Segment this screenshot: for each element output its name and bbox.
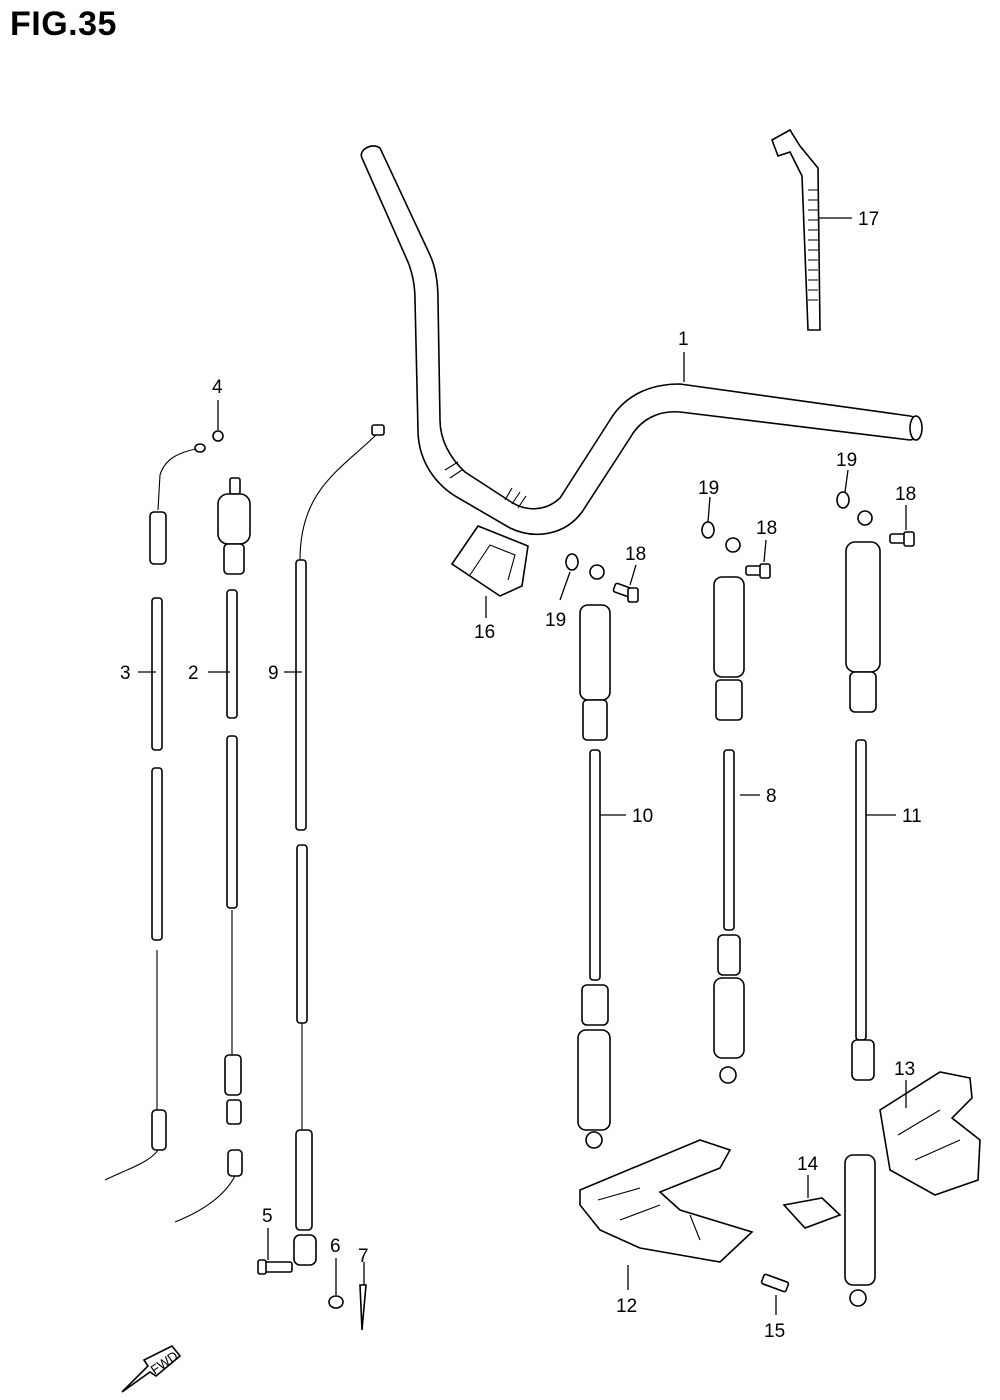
bolt-18-c: [889, 531, 915, 547]
callout-19-a: 19: [545, 610, 566, 631]
callout-8: 8: [766, 786, 777, 807]
callout-16: 16: [474, 622, 495, 643]
cable-3: [104, 443, 206, 1181]
callout-1: 1: [678, 329, 689, 350]
cable-11: [844, 510, 881, 1307]
leader-lines: [138, 217, 907, 1315]
handlebar: [360, 145, 923, 535]
callout-labels: 1 2 3 4 5 6 7 8 9 10 11 12 13 14 15 16 1…: [120, 209, 922, 1342]
callout-12: 12: [616, 1296, 637, 1317]
callout-17: 17: [858, 209, 879, 230]
callout-3: 3: [120, 663, 131, 684]
bracket-13: [879, 1071, 981, 1196]
cotter-pin-7: [359, 1284, 367, 1331]
clip-14: [782, 1197, 842, 1229]
washer-6: [328, 1295, 344, 1309]
cable-10: [577, 564, 611, 1149]
cable-8: [713, 537, 745, 1084]
ring-19-a: [565, 553, 579, 571]
callout-4: 4: [212, 377, 223, 398]
callout-2: 2: [188, 663, 199, 684]
callout-11: 11: [902, 806, 922, 827]
bolt-18-a: [612, 582, 639, 603]
callout-14: 14: [797, 1154, 819, 1175]
holder-16: [450, 525, 529, 597]
callout-18-c: 18: [895, 484, 916, 505]
forward-arrow-icon: FWD: [121, 1344, 182, 1393]
bracket-12: [579, 1139, 754, 1263]
figure-title: FIG.35: [10, 5, 117, 43]
callout-9: 9: [268, 663, 279, 684]
callout-13: 13: [894, 1059, 915, 1080]
cable-9: [293, 424, 385, 1266]
callout-18-a: 18: [625, 544, 646, 565]
callout-18-b: 18: [756, 518, 777, 539]
callout-10: 10: [632, 806, 653, 827]
ring-19-c: [836, 491, 850, 509]
cable-2: [174, 477, 251, 1223]
callout-7: 7: [358, 1246, 369, 1267]
callout-5: 5: [262, 1206, 273, 1227]
callout-6: 6: [330, 1236, 341, 1257]
bolt-15: [760, 1273, 790, 1293]
bolt-18-b: [745, 563, 771, 579]
cable-band-17: [771, 128, 821, 331]
ring-19-b: [701, 521, 715, 539]
nut-4: [212, 430, 224, 442]
bolt-5: [257, 1259, 293, 1275]
callout-15: 15: [764, 1321, 785, 1342]
callout-19-b: 19: [698, 478, 719, 499]
callout-19-c: 19: [836, 450, 857, 471]
